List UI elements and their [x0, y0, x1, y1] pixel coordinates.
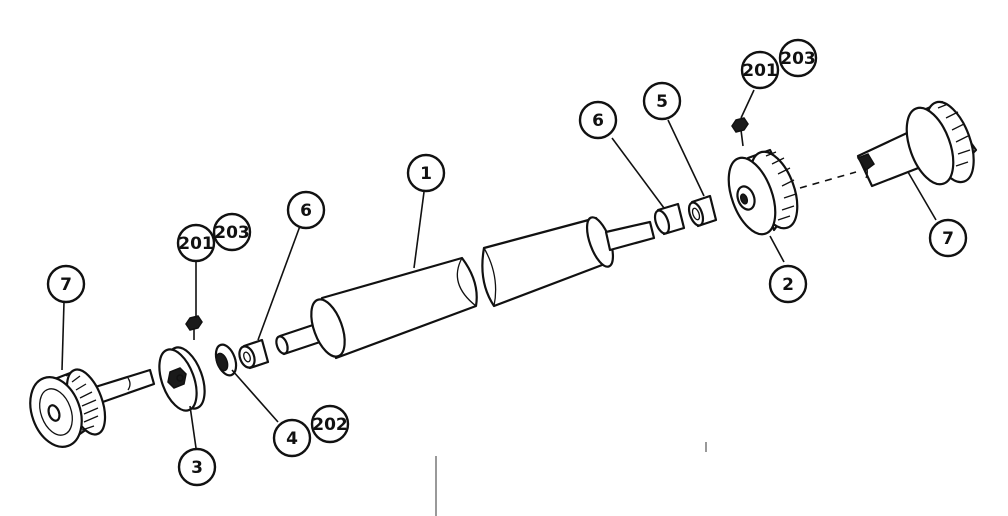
svg-text:203: 203	[780, 49, 816, 69]
callout-203-right: 203	[778, 38, 818, 78]
svg-text:2: 2	[782, 275, 794, 295]
callout-2: 2	[768, 264, 808, 304]
right-bushing-part	[653, 202, 686, 236]
roller-left-section	[310, 256, 478, 360]
right-knob-part	[856, 100, 978, 188]
svg-text:7: 7	[60, 275, 72, 295]
callout-201-left: 201	[176, 223, 216, 263]
svg-text:7: 7	[942, 229, 954, 249]
svg-text:201: 201	[178, 234, 214, 254]
bushing-5-part	[687, 194, 718, 228]
callout-203-left: 203	[212, 212, 252, 252]
right-screw-part	[731, 117, 749, 147]
svg-text:5: 5	[656, 92, 668, 112]
callout-6-left: 6	[286, 190, 326, 230]
callout-202: 202	[310, 404, 350, 444]
callout-6-right: 6	[578, 100, 618, 140]
svg-text:203: 203	[214, 223, 250, 243]
callout-201-right: 201	[740, 50, 780, 90]
leader-lines	[61, 89, 937, 449]
roller-right-shaft	[604, 220, 656, 252]
callout-1: 1	[406, 153, 446, 193]
alignment-line	[799, 171, 857, 189]
left-bushing-part	[238, 338, 270, 370]
svg-text:6: 6	[592, 111, 604, 131]
callout-7-left: 7	[46, 264, 86, 304]
svg-text:6: 6	[300, 201, 312, 221]
left-gear-part	[158, 346, 206, 412]
left-knob-part	[29, 368, 156, 448]
callout-7-right: 7	[928, 218, 968, 258]
callout-4: 4	[272, 418, 312, 458]
callout-3: 3	[177, 447, 217, 487]
callout-5: 5	[642, 81, 682, 121]
svg-text:1: 1	[420, 164, 432, 184]
right-gear-part	[727, 148, 799, 236]
svg-text:202: 202	[312, 415, 348, 435]
svg-text:4: 4	[286, 429, 298, 449]
washer-part	[214, 343, 238, 377]
svg-text:3: 3	[191, 458, 203, 478]
roller-right-section	[481, 216, 615, 308]
left-screw-part	[185, 315, 203, 340]
svg-text:201: 201	[742, 61, 778, 81]
